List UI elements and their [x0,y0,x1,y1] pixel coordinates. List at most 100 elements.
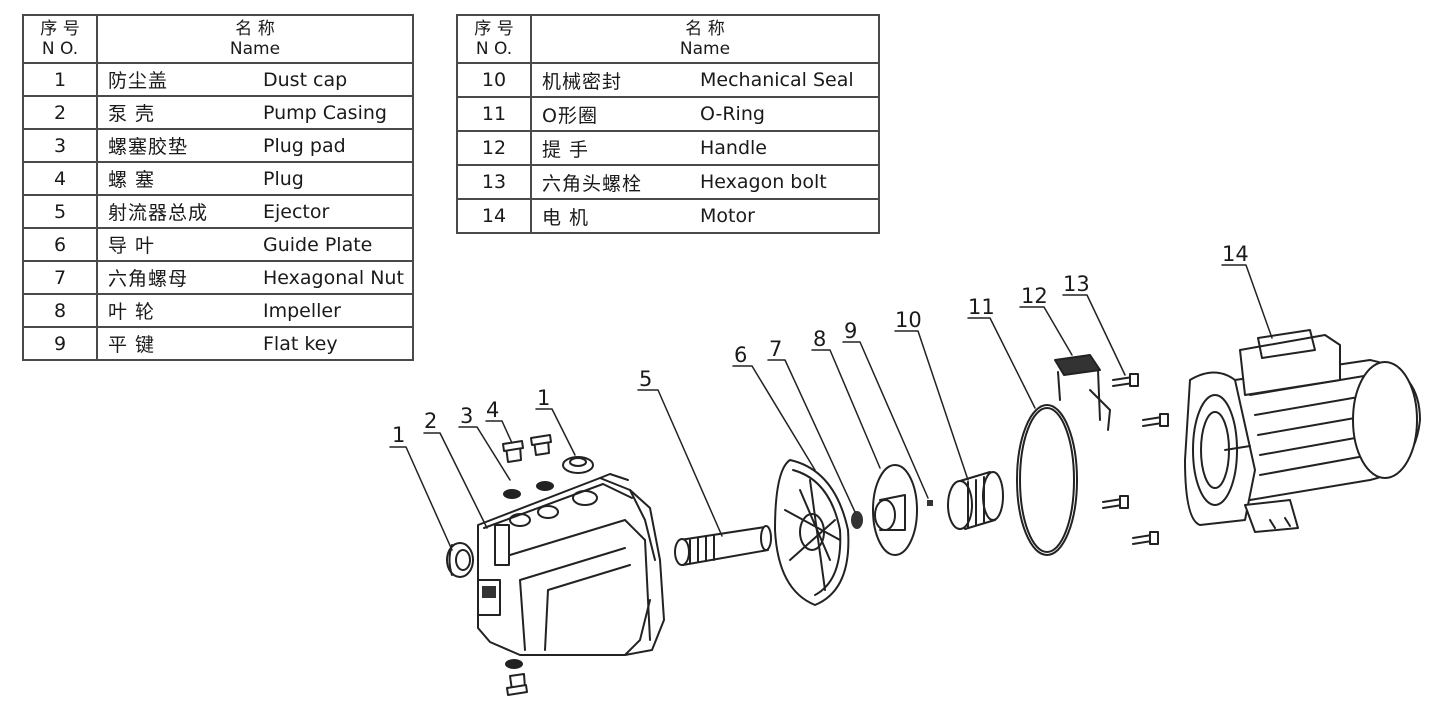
parts-table-left: 序 号 N O. 名 称 Name 1 防尘盖 Dust cap 2 泵 壳 Pump … [22,14,414,361]
table-row: 1 防尘盖 Dust cap [22,62,414,97]
leader-1a [389,446,453,551]
leader-1b [535,408,576,456]
impeller [872,464,918,556]
part-name-en: Pump Casing [263,101,387,124]
table-header-row: 序 号 N O. 名 称 Name [22,14,414,64]
part-number: 13 [456,164,532,200]
table-row: 13 六角头螺栓 Hexagon bolt [456,164,880,200]
leader-3 [458,426,511,481]
leader-11 [967,317,1036,409]
part-name-en: Motor [700,205,755,227]
part-number: 6 [22,227,98,262]
part-number: 2 [22,95,98,130]
table-header-row: 序 号 N O. 名 称 Name [456,14,880,64]
part-name-en: Dust cap [263,68,348,91]
dust-cap-left [446,542,474,578]
part-name-en: Guide Plate [263,233,373,256]
table-row: 5 射流器总成 Ejector [22,194,414,229]
part-name: 平 键 Flat key [96,326,414,361]
leader-5 [637,389,723,537]
part-name-cn: 提 手 [542,138,590,161]
header-no-en: N O. [475,39,513,59]
part-name: 六角螺母 Hexagonal Nut [96,260,414,295]
part-name: 六角头螺栓 Hexagon bolt [530,164,880,200]
handle [1054,354,1111,431]
part-name-cn: 射流器总成 [108,202,209,224]
header-name: 名 称 Name [96,14,414,64]
part-name-cn: 叶 轮 [108,301,156,323]
callout-1a: 1 [392,423,405,447]
header-no: 序 号 N O. [456,14,532,64]
header-no: 序 号 N O. [22,14,98,64]
pump-casing [477,473,665,656]
header-name: 名 称 Name [530,14,880,64]
callout-7: 7 [769,337,782,361]
header-no-cn: 序 号 [474,19,514,39]
part-name-cn: 防尘盖 [108,70,169,92]
leader-13 [1062,294,1126,376]
ejector [674,525,772,566]
part-name-en: O-Ring [700,103,765,125]
table-row: 2 泵 壳 Pump Casing [22,95,414,130]
part-name-cn: 六角螺母 [108,268,189,290]
plug-pad [503,481,554,669]
part-number: 11 [456,96,532,132]
part-number: 12 [456,130,532,166]
header-name-cn: 名 称 [235,19,275,39]
hexagon-bolt [1102,373,1169,545]
part-number: 4 [22,161,98,196]
part-number: 9 [22,326,98,361]
leader-6 [732,365,816,471]
callout-9: 9 [844,319,857,343]
guide-plate [774,459,850,606]
header-no-cn: 序 号 [40,19,80,39]
part-name-en: Ejector [263,200,330,223]
callout-11: 11 [968,295,995,319]
callout-4: 4 [486,398,499,422]
part-name: 防尘盖 Dust cap [96,62,414,97]
leader-7 [767,359,856,513]
part-name: 射流器总成 Ejector [96,194,414,229]
callout-10: 10 [895,308,922,332]
part-name-en: Mechanical Seal [700,69,854,91]
part-name-cn: 六角头螺栓 [542,172,643,195]
part-number: 3 [22,128,98,163]
part-number: 1 [22,62,98,97]
callout-5: 5 [639,367,652,391]
part-name-en: Plug pad [263,134,346,157]
part-name-en: Plug [263,167,304,190]
leader-2 [423,432,488,529]
part-name-cn: 平 键 [108,334,156,356]
leader-9 [842,341,929,499]
callout-1b: 1 [537,386,550,410]
part-name-en: Hexagonal Nut [263,266,404,289]
callout-6: 6 [734,343,747,367]
flat-key [927,500,933,506]
part-number: 14 [456,198,532,234]
part-number: 5 [22,194,98,229]
part-name-en: Hexagon bolt [700,171,827,193]
header-no-en: N O. [41,39,79,59]
part-name-cn: 泵 壳 [108,103,156,125]
part-name-en: Flat key [263,332,338,355]
leader-12 [1019,306,1073,356]
callout-labels: 1 2 3 4 1 5 6 7 8 9 10 11 12 13 14 [392,242,1249,447]
callout-3: 3 [460,404,473,428]
